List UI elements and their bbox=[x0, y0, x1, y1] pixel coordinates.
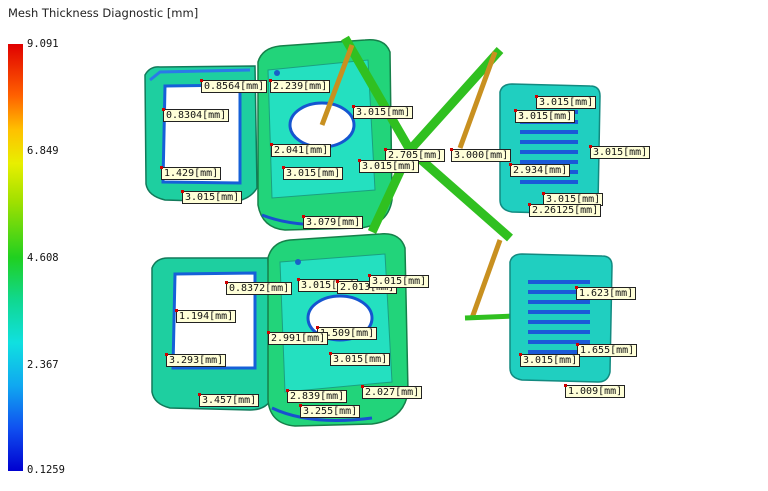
thickness-label: 3.079[mm] bbox=[301, 215, 364, 229]
thickness-label: 3.457[mm] bbox=[197, 393, 260, 407]
thickness-label: 2.027[mm] bbox=[360, 385, 423, 399]
thickness-label: 3.015[mm] bbox=[180, 190, 243, 204]
thickness-label: 0.8372[mm] bbox=[224, 281, 293, 295]
thickness-label: 1.194[mm] bbox=[174, 309, 237, 323]
thickness-label: 3.015[mm] bbox=[518, 353, 581, 367]
thickness-label: 3.255[mm] bbox=[298, 404, 361, 418]
thickness-label: 3.015[mm] bbox=[281, 166, 344, 180]
part-top-center-housing bbox=[257, 39, 393, 231]
scale-tick-label: 4.608 bbox=[27, 252, 59, 264]
thickness-label: 3.015[mm] bbox=[367, 274, 430, 288]
thickness-label: 2.839[mm] bbox=[285, 389, 348, 403]
scale-tick-label: 6.849 bbox=[27, 145, 59, 157]
scale-max-label: 9.091 bbox=[27, 38, 59, 50]
scale-min-label: 0.1259 bbox=[27, 464, 65, 476]
thickness-label: 1.009[mm] bbox=[563, 384, 626, 398]
thickness-label: 2.239[mm] bbox=[268, 79, 331, 93]
thickness-label: 1.429[mm] bbox=[159, 166, 222, 180]
thickness-label: 3.000[mm] bbox=[449, 148, 512, 162]
part-bottom-left-frame bbox=[151, 257, 273, 411]
thickness-label: 3.293[mm] bbox=[164, 353, 227, 367]
thickness-label: 2.991[mm] bbox=[266, 331, 329, 345]
thickness-label: 3.015[mm] bbox=[588, 145, 651, 159]
thickness-label: 3.015[mm] bbox=[534, 95, 597, 109]
thickness-label: 2.934[mm] bbox=[508, 163, 571, 177]
thickness-label: 2.26125[mm] bbox=[527, 203, 602, 217]
thickness-label: 3.015[mm] bbox=[351, 105, 414, 119]
thickness-color-scale bbox=[8, 44, 23, 471]
thickness-label: 3.015[mm] bbox=[513, 109, 576, 123]
thickness-label: 2.041[mm] bbox=[269, 143, 332, 157]
thickness-label: 3.015[mm] bbox=[328, 352, 391, 366]
thickness-label: 0.8564[mm] bbox=[199, 79, 268, 93]
window-title: Mesh Thickness Diagnostic [mm] bbox=[8, 6, 199, 20]
thickness-label: 1.623[mm] bbox=[574, 286, 637, 300]
thickness-label: 0.8304[mm] bbox=[161, 108, 230, 122]
thickness-label: 1.655[mm] bbox=[575, 343, 638, 357]
thickness-label: 3.015[mm] bbox=[357, 159, 420, 173]
scale-tick-label: 2.367 bbox=[27, 359, 59, 371]
